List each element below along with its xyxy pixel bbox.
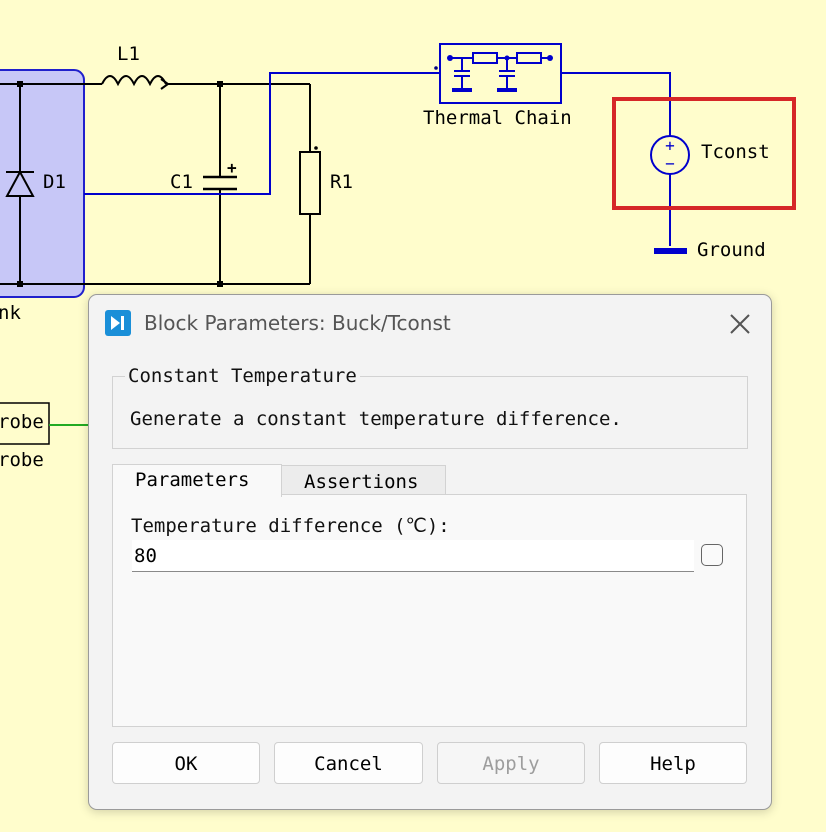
block-description: Generate a constant temperature differen… <box>130 408 622 430</box>
tab-parameters[interactable]: Parameters <box>112 464 282 497</box>
parameters-panel: Temperature difference (℃): <box>112 494 747 727</box>
description-group: Constant Temperature Generate a constant… <box>112 365 748 449</box>
group-title: Constant Temperature <box>125 365 360 387</box>
capacitor-label: C1 <box>170 171 193 193</box>
tab-parameters-label: Parameters <box>135 469 250 491</box>
cancel-button[interactable]: Cancel <box>274 742 423 784</box>
dialog-title-bar[interactable]: Block Parameters: Buck/Tconst <box>89 295 771 353</box>
ok-button[interactable]: OK <box>112 742 260 784</box>
tconst-source-block[interactable] <box>650 135 690 175</box>
buck-subsystem-block[interactable] <box>0 69 85 298</box>
probe-caption: robe <box>0 449 44 471</box>
temperature-difference-input[interactable] <box>132 540 694 572</box>
probe-block[interactable] <box>0 402 50 445</box>
tab-assertions[interactable]: Assertions <box>281 465 446 495</box>
thermal-chain-block[interactable] <box>439 43 562 104</box>
temperature-difference-label: Temperature difference (℃): <box>131 515 450 537</box>
thermal-chain-label: Thermal Chain <box>423 107 572 129</box>
capacitor-c1[interactable] <box>203 175 237 191</box>
tconst-plus-sign: + <box>665 136 675 155</box>
thermal-port-dot <box>434 66 438 70</box>
tconst-minus-sign: − <box>665 154 675 173</box>
resistor-label: R1 <box>330 171 353 193</box>
ground-label: Ground <box>697 239 766 261</box>
junction-dots <box>17 81 223 287</box>
circuit-wires <box>0 83 311 285</box>
tab-assertions-label: Assertions <box>304 471 419 493</box>
diode-label: D1 <box>43 171 66 193</box>
highlight-box <box>612 97 796 210</box>
simulink-app-icon <box>105 310 131 336</box>
diode-d1[interactable] <box>5 169 35 197</box>
capacitor-plus-sign: + <box>227 158 237 177</box>
block-parameters-dialog: Block Parameters: Buck/Tconst Constant T… <box>88 294 772 810</box>
buck-block-partial-label: nk <box>0 302 21 324</box>
apply-button[interactable]: Apply <box>437 742 585 784</box>
parameter-checkbox[interactable] <box>701 544 723 566</box>
tconst-label: Tconst <box>701 141 770 163</box>
resistor-r1[interactable] <box>299 151 321 215</box>
help-button[interactable]: Help <box>599 742 747 784</box>
resistor-port-dot <box>314 146 318 150</box>
dialog-title: Block Parameters: Buck/Tconst <box>144 311 451 335</box>
thermal-wires <box>84 72 671 246</box>
close-icon[interactable] <box>723 307 757 341</box>
inductor-label: L1 <box>117 43 140 65</box>
probe-block-text: robe <box>0 411 44 433</box>
inductor-l1[interactable] <box>101 75 170 90</box>
